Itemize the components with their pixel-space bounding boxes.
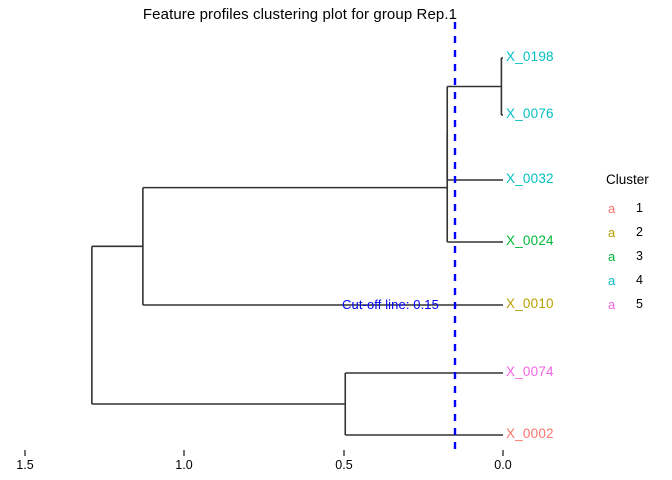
cutoff-line-label: Cut-off line: 0.15 bbox=[342, 297, 439, 312]
axis-tick-label: 1.5 bbox=[16, 458, 34, 472]
leaf-label-x_0002: X_0002 bbox=[506, 426, 554, 441]
axis-tick-label: 0.5 bbox=[335, 458, 353, 472]
axis-tick-label: 0.0 bbox=[494, 458, 512, 472]
leaf-label-x_0024: X_0024 bbox=[506, 233, 554, 248]
legend-glyph-icon: a bbox=[608, 248, 616, 264]
legend-item-label: 2 bbox=[636, 225, 643, 239]
legend-glyph-icon: a bbox=[608, 224, 616, 240]
legend-glyph-icon: a bbox=[608, 296, 616, 312]
legend-item-label: 4 bbox=[636, 273, 643, 287]
dendrogram-branches bbox=[91, 57, 503, 436]
x-axis bbox=[24, 450, 504, 456]
leaf-label-x_0010: X_0010 bbox=[506, 296, 554, 311]
legend-item-label: 5 bbox=[636, 297, 643, 311]
leaf-label-x_0076: X_0076 bbox=[506, 106, 554, 121]
leaf-label-x_0032: X_0032 bbox=[506, 171, 554, 186]
leaf-label-x_0074: X_0074 bbox=[506, 364, 554, 379]
legend-title: Cluster bbox=[606, 172, 649, 187]
legend-glyph-icon: a bbox=[608, 272, 616, 288]
legend-glyph-icon: a bbox=[608, 200, 616, 216]
legend-item-label: 1 bbox=[636, 201, 643, 215]
axis-tick-label: 1.0 bbox=[175, 458, 193, 472]
plot-title: Feature profiles clustering plot for gro… bbox=[142, 6, 458, 23]
leaf-label-x_0198: X_0198 bbox=[506, 49, 554, 64]
legend-item-label: 3 bbox=[636, 249, 643, 263]
